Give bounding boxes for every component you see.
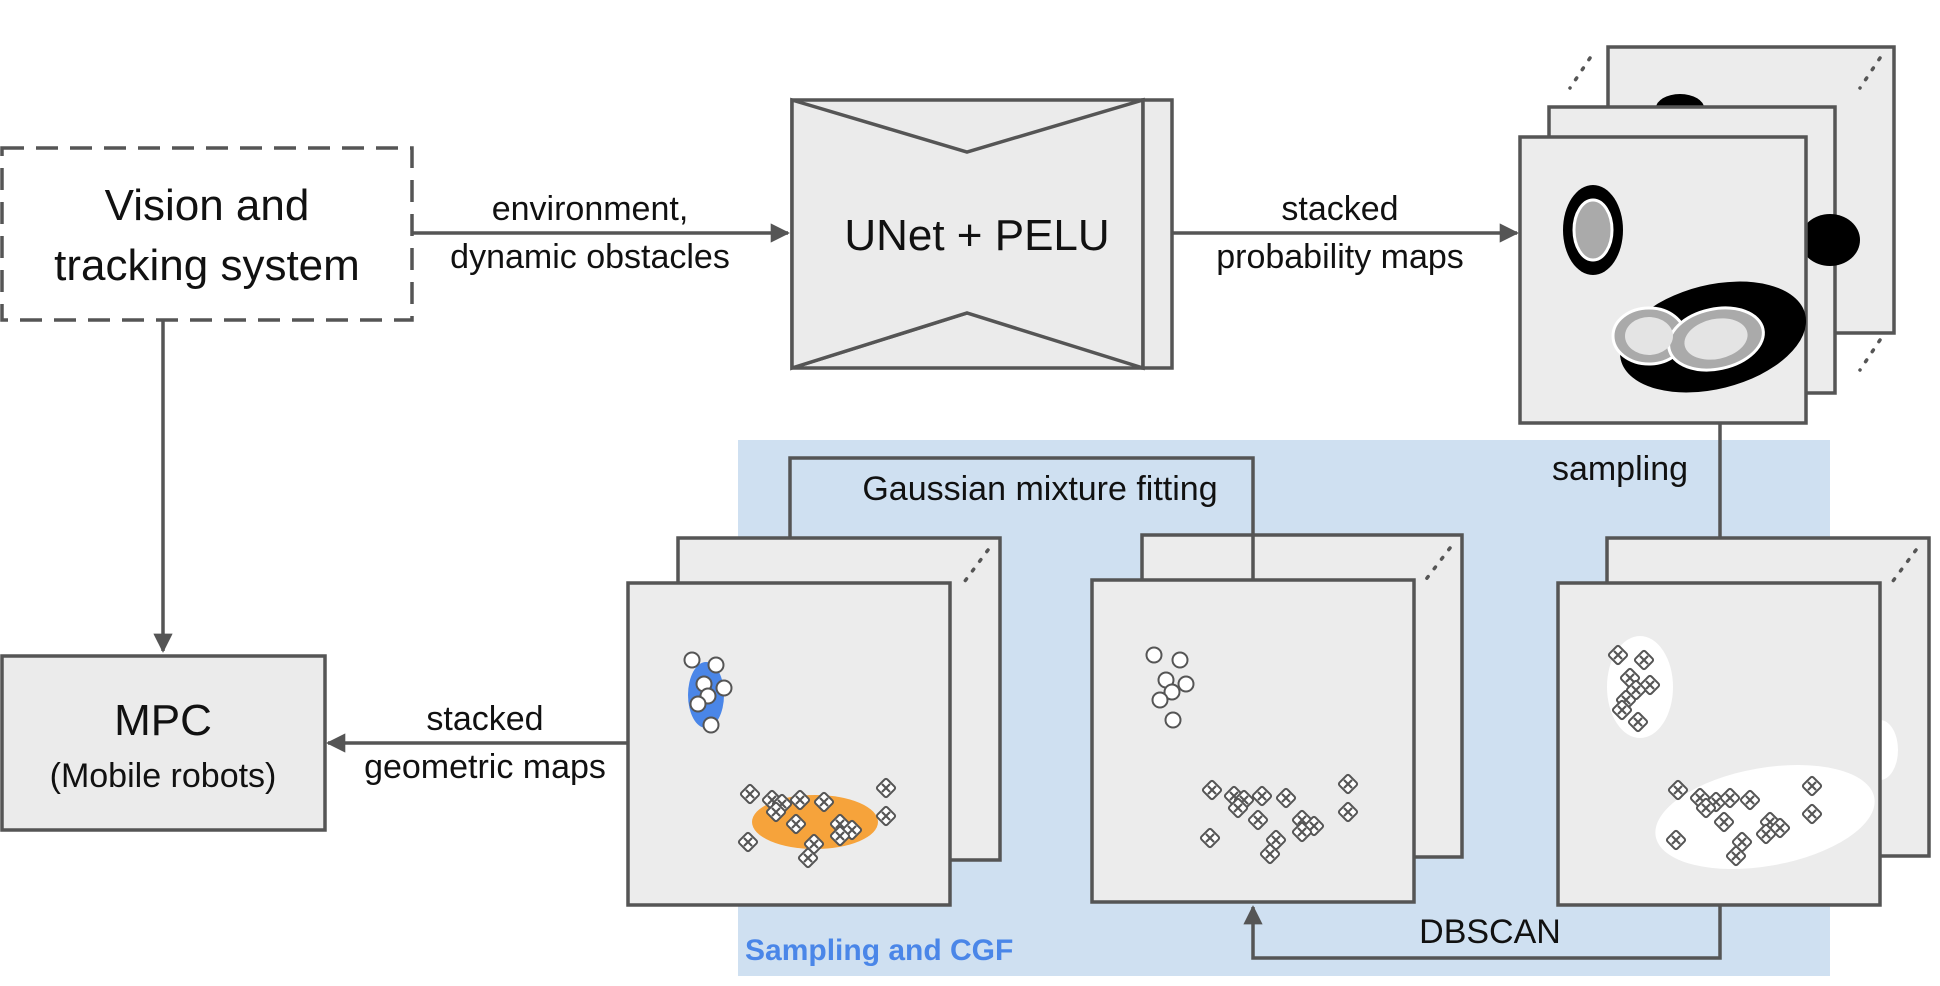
- mpc-label-line2: (Mobile robots): [50, 757, 277, 795]
- gmm-label: Gaussian mixture fitting: [862, 470, 1217, 508]
- geo-label-line1: stacked: [426, 700, 543, 738]
- ellipsis-icon: [1568, 56, 1592, 90]
- clustered-map-stack: [1090, 533, 1464, 904]
- mpc-node: MPC (Mobile robots): [0, 654, 327, 832]
- unet-pelu-node: UNet + PELU: [790, 97, 1174, 371]
- vision-tracking-node: Vision and tracking system: [0, 146, 414, 322]
- probability-map-stack: [1518, 45, 1896, 425]
- prob-label-line1: stacked: [1281, 190, 1398, 228]
- mpc-label-line1: MPC: [114, 696, 212, 745]
- vision-label-line1: Vision and: [105, 181, 310, 230]
- panel-title: Sampling and CGF: [745, 934, 1013, 967]
- arrow-dbscan: [1243, 905, 1722, 960]
- unet-label: UNet + PELU: [844, 211, 1109, 260]
- env-label-line1: environment,: [492, 190, 689, 228]
- geo-label-line2: geometric maps: [364, 748, 606, 786]
- sampled-map-stack: [1556, 536, 1931, 907]
- prob-label-line2: probability maps: [1216, 238, 1464, 276]
- dbscan-label: DBSCAN: [1419, 913, 1561, 951]
- env-label-line2: dynamic obstacles: [450, 238, 730, 276]
- arrow-gmm: [780, 456, 1255, 582]
- vision-label-line2: tracking system: [54, 241, 360, 290]
- sampling-label: sampling: [1552, 450, 1688, 488]
- geometric-map-stack: [626, 536, 1002, 907]
